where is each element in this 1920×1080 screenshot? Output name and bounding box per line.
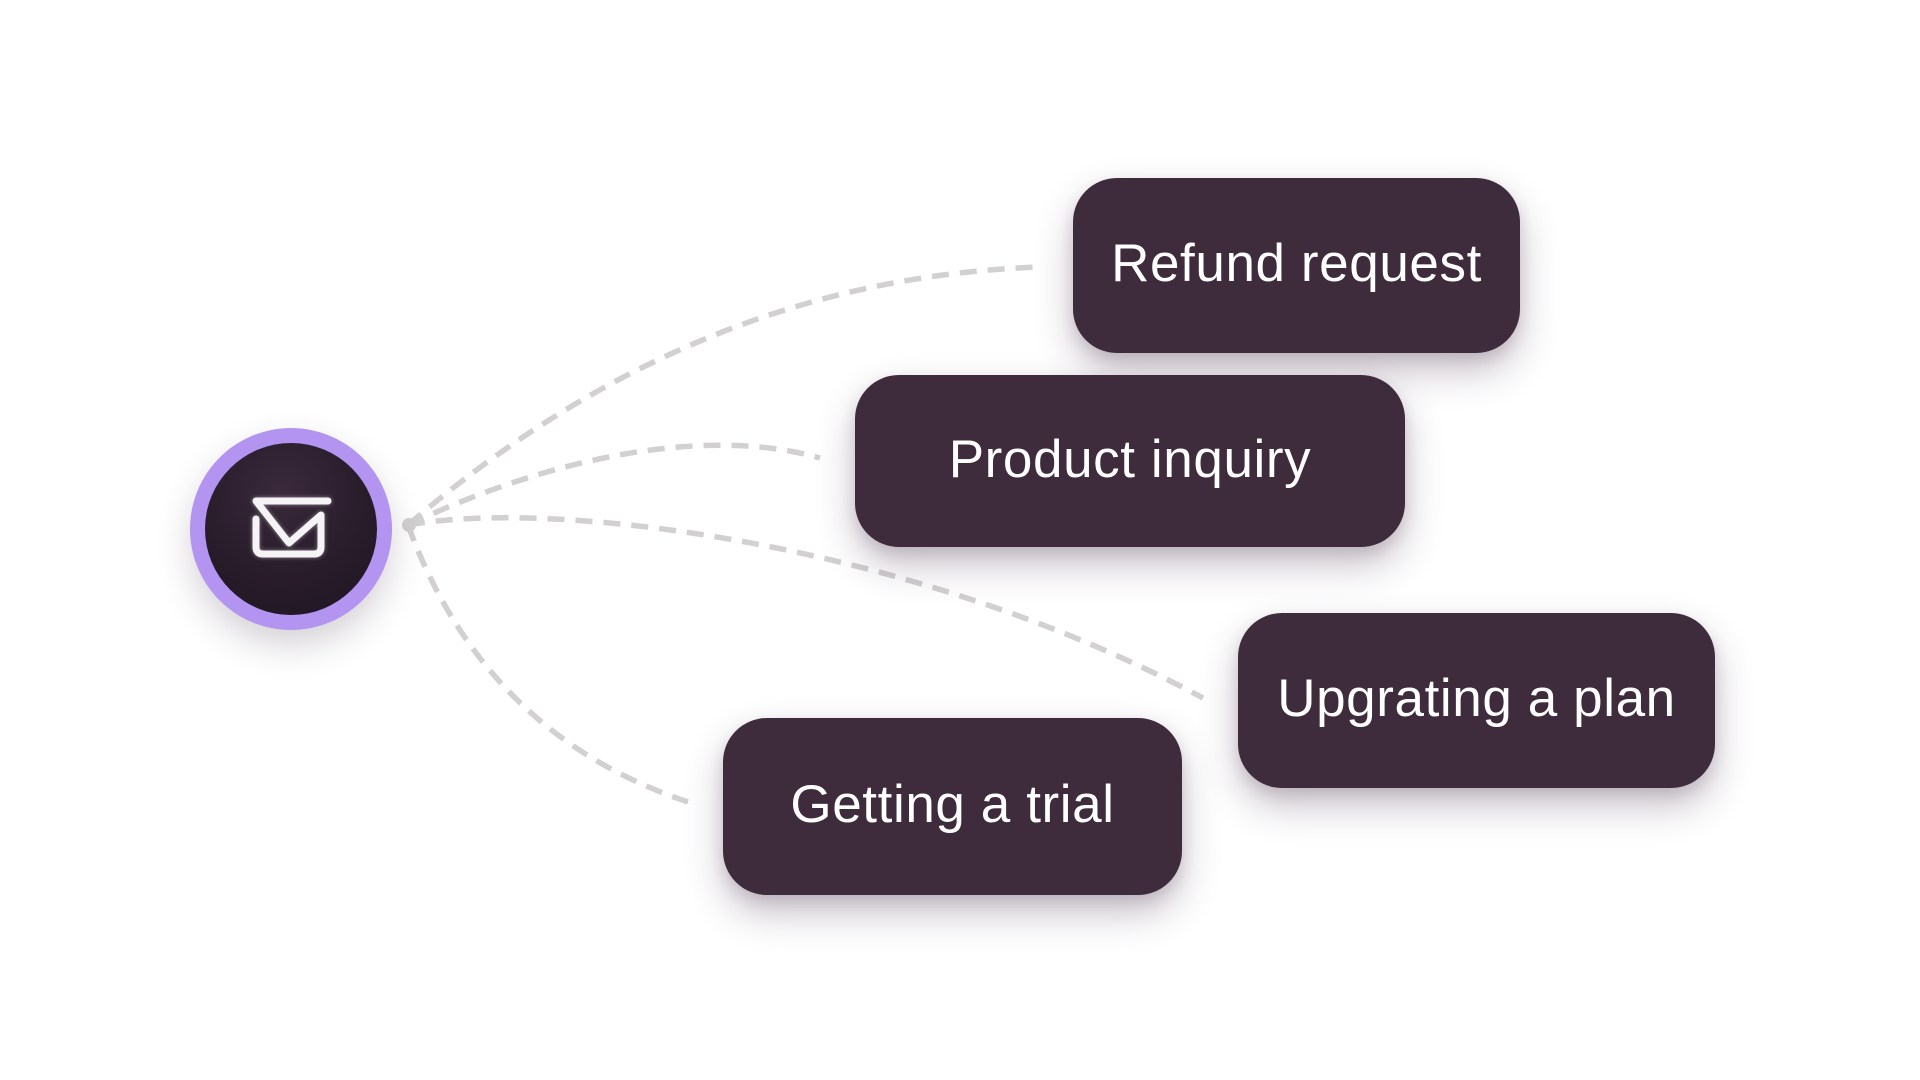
connector-origin-dot: [402, 518, 416, 532]
email-icon: [252, 497, 332, 558]
node-label: Refund request: [1111, 234, 1482, 293]
email-icon-path: [252, 497, 332, 558]
connector-getting-a-trial: [405, 524, 689, 805]
node-product-inquiry: Product inquiry: [855, 375, 1405, 547]
connector-upgrating-a-plan: [407, 515, 1205, 701]
node-upgrating-a-plan: Upgrating a plan: [1238, 613, 1715, 788]
node-getting-a-trial: Getting a trial: [723, 718, 1182, 895]
node-refund-request: Refund request: [1073, 178, 1520, 353]
connector-product-inquiry: [406, 442, 821, 528]
email-source-node-inner: [205, 443, 377, 615]
connector-refund-request: [406, 264, 1042, 528]
node-label: Getting a trial: [790, 775, 1115, 834]
email-source-node: [190, 428, 392, 630]
node-label: Upgrating a plan: [1277, 669, 1676, 728]
node-label: Product inquiry: [948, 429, 1312, 489]
